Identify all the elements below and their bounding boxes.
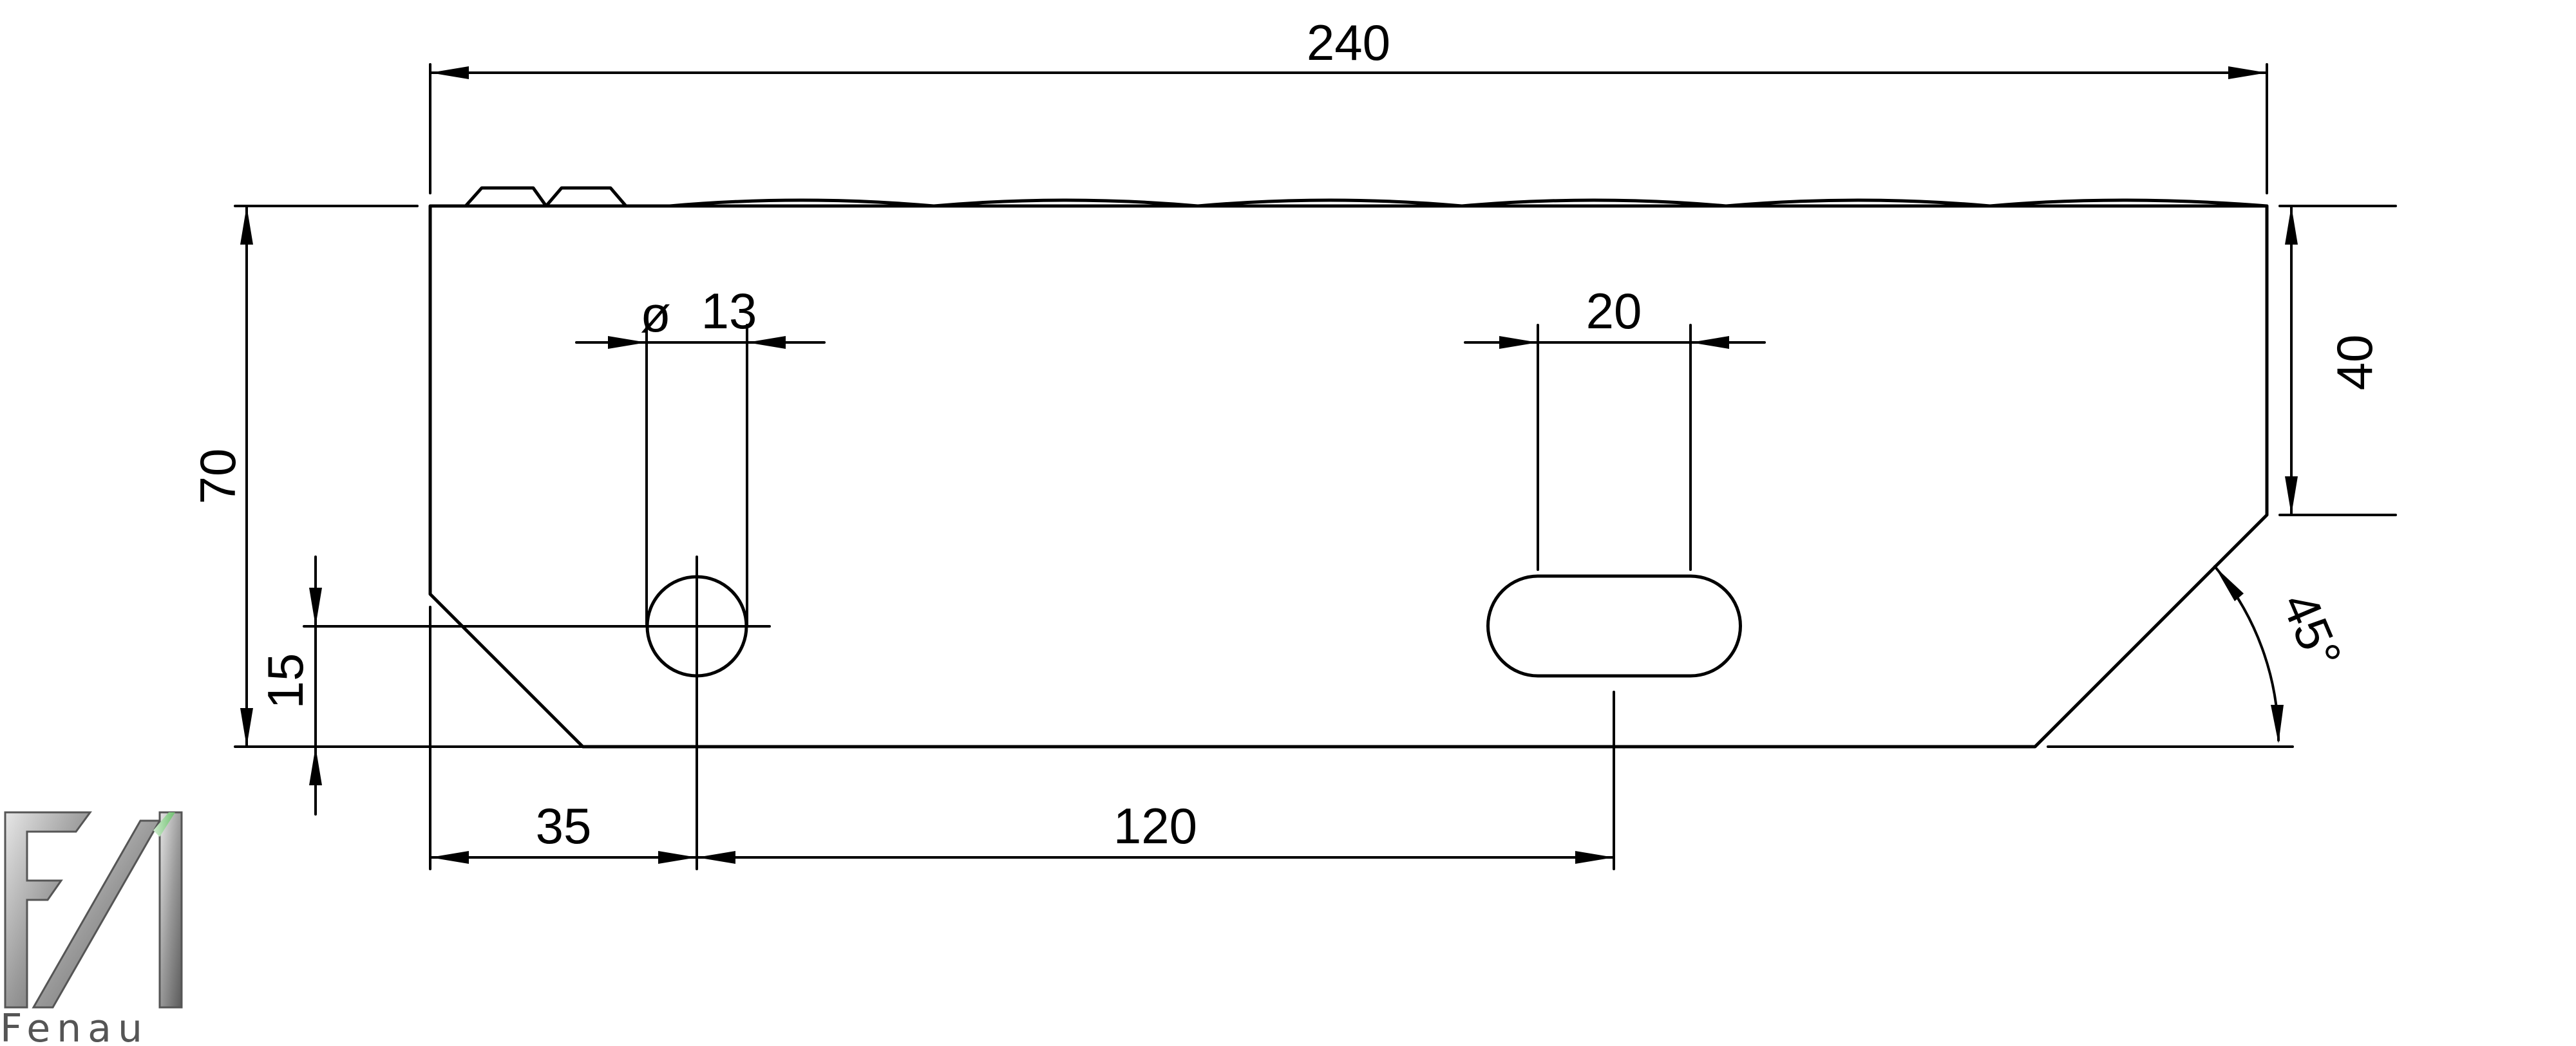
dimension-height: 70 (189, 205, 735, 748)
right-height-label: 40 (2326, 335, 2383, 391)
round-hole (617, 556, 771, 870)
slot-width-label: 20 (1586, 283, 1642, 339)
dimension-hole-to-slot: 120 (696, 798, 1615, 864)
hole-diameter-label: 13 (701, 283, 757, 339)
part-outline (428, 186, 2269, 749)
hole-height-label: 15 (257, 653, 314, 709)
logo-mark-icon (4, 811, 183, 1009)
height-label: 70 (189, 449, 246, 505)
fenau-logo: Fenau (0, 811, 183, 1046)
chamfer-angle-label: 45° (2271, 584, 2353, 677)
hole-to-slot-label: 120 (1113, 798, 1197, 854)
brand-name: Fenau (0, 1006, 149, 1046)
dimension-hole-height: 15 (257, 556, 620, 816)
dimension-hole-offset: 35 (429, 606, 1615, 870)
hole-diameter-symbol: ø (640, 286, 671, 342)
hole-offset-label: 35 (536, 798, 592, 854)
dimension-hole-diameter: ø 13 (575, 283, 826, 626)
dimension-chamfer-angle: 45° (2047, 565, 2353, 748)
overall-length-label: 240 (1307, 14, 1390, 71)
oblong-slot (1486, 574, 1742, 678)
dimension-slot-width: 20 (1464, 283, 1766, 571)
dimension-right-height: 40 (2278, 205, 2397, 516)
dimension-overall-length: 240 (429, 14, 2268, 194)
